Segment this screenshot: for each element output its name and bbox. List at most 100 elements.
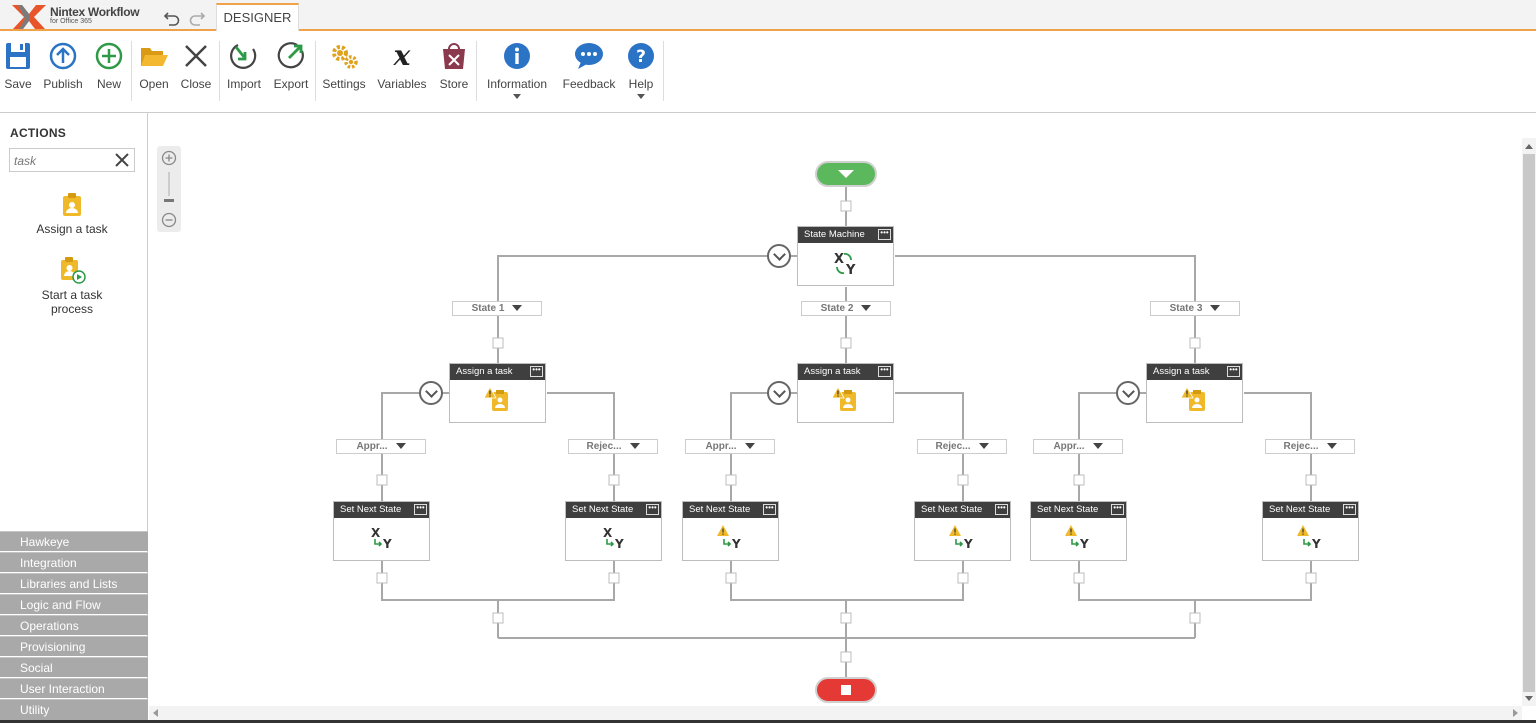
workflow-end[interactable] (815, 677, 877, 703)
redo-icon[interactable] (188, 8, 206, 26)
more-options-icon[interactable]: ••• (530, 366, 543, 377)
category-user-interaction[interactable]: User Interaction (0, 678, 148, 698)
category-integration[interactable]: Integration (0, 552, 148, 572)
store-bag-icon (443, 43, 465, 69)
assign-task-node[interactable]: Assign a task••• (797, 363, 894, 423)
close-icon (185, 45, 207, 67)
close-button[interactable]: Close (178, 41, 214, 111)
scroll-down-icon[interactable] (1525, 696, 1533, 701)
collapse-toggle[interactable] (767, 244, 791, 268)
assign-task-node[interactable]: Assign a task••• (449, 363, 546, 423)
zoom-out-icon[interactable] (161, 212, 177, 228)
open-button[interactable]: Open (136, 41, 172, 111)
svg-text:Y: Y (963, 537, 973, 551)
action-assign-task-label: Assign a task (36, 222, 108, 236)
branch-label-approve[interactable]: Appr... (336, 439, 426, 454)
branch-label-state-3[interactable]: State 3 (1150, 301, 1240, 316)
tab-designer[interactable]: DESIGNER (216, 3, 299, 31)
scroll-up-icon[interactable] (1525, 144, 1533, 149)
chevron-down-icon[interactable] (637, 94, 645, 99)
task-warning-icon (830, 386, 856, 411)
set-next-state-node[interactable]: Set Next State••• Y (1030, 501, 1127, 561)
more-options-icon[interactable]: ••• (414, 504, 427, 515)
collapse-toggle[interactable] (1116, 381, 1140, 405)
import-label: Import (226, 77, 261, 91)
node-title: Assign a task (1153, 366, 1210, 377)
action-search-box (9, 148, 135, 172)
help-button[interactable]: ? Help (623, 41, 659, 111)
set-next-state-node[interactable]: Set Next State ••• X Y (333, 501, 430, 561)
triangle-down-icon (838, 170, 854, 178)
action-search-input[interactable] (12, 151, 112, 171)
node-title: State Machine (804, 229, 865, 240)
information-button[interactable]: Information (481, 41, 553, 111)
svg-text:Y: Y (731, 537, 741, 551)
node-title: Set Next State (340, 504, 402, 515)
more-options-icon[interactable]: ••• (1343, 504, 1356, 515)
ribbon-separator (476, 41, 477, 101)
category-logic-and-flow[interactable]: Logic and Flow (0, 594, 148, 614)
ribbon-separator (219, 41, 220, 101)
more-options-icon[interactable]: ••• (763, 504, 776, 515)
svg-text:x: x (393, 41, 411, 71)
publish-button[interactable]: Publish (40, 41, 86, 111)
category-operations[interactable]: Operations (0, 615, 148, 635)
branch-label-state-2[interactable]: State 2 (801, 301, 891, 316)
collapse-toggle[interactable] (419, 381, 443, 405)
scroll-left-icon[interactable] (153, 709, 158, 717)
save-button[interactable]: Save (2, 41, 34, 111)
branch-label-approve[interactable]: Appr... (1033, 439, 1123, 454)
clear-search-icon[interactable] (114, 152, 130, 168)
svg-text:Y: Y (845, 263, 856, 278)
logo-title: Nintex Workflow (50, 5, 140, 19)
more-options-icon[interactable]: ••• (995, 504, 1008, 515)
zoom-slider-handle[interactable] (164, 199, 174, 202)
scroll-right-icon[interactable] (1513, 709, 1518, 717)
zoom-in-icon[interactable] (161, 150, 177, 166)
vertical-scroll-thumb[interactable] (1523, 154, 1535, 692)
branch-label-reject[interactable]: Rejec... (568, 439, 658, 454)
undo-icon[interactable] (163, 8, 181, 26)
new-button[interactable]: New (92, 41, 126, 111)
more-options-icon[interactable]: ••• (878, 229, 891, 240)
branch-label-reject[interactable]: Rejec... (1265, 439, 1355, 454)
more-options-icon[interactable]: ••• (646, 504, 659, 515)
state-machine-node[interactable]: State Machine••• X Y (797, 226, 894, 286)
category-hawkeye[interactable]: Hawkeye (0, 531, 148, 551)
assign-task-node[interactable]: Assign a task ••• (1146, 363, 1243, 423)
variables-button[interactable]: x Variables (374, 41, 430, 111)
set-next-state-node[interactable]: Set Next State••• X Y (565, 501, 662, 561)
set-next-state-node[interactable]: Set Next State••• Y (914, 501, 1011, 561)
more-options-icon[interactable]: ••• (878, 366, 891, 377)
dropdown-arrow-icon (629, 443, 640, 450)
chevron-down-icon[interactable] (513, 94, 521, 99)
collapse-toggle[interactable] (767, 381, 791, 405)
branch-label-reject[interactable]: Rejec... (917, 439, 1007, 454)
task-warning-icon (1179, 386, 1205, 411)
feedback-button[interactable]: Feedback (559, 41, 619, 111)
branch-label-state-1[interactable]: State 1 (452, 301, 542, 316)
branch-label-approve[interactable]: Appr... (685, 439, 775, 454)
more-options-icon[interactable]: ••• (1227, 366, 1240, 377)
nintex-logo: Nintex Workflow for Office 365 (10, 2, 150, 30)
export-button[interactable]: Export (270, 41, 312, 111)
set-next-state-node[interactable]: Set Next State••• Y (1262, 501, 1359, 561)
store-button[interactable]: Store (436, 41, 472, 111)
set-state-icon: X Y (371, 526, 392, 551)
horizontal-scrollbar[interactable] (149, 706, 1522, 720)
settings-button[interactable]: Settings (319, 41, 369, 111)
category-utility[interactable]: Utility (0, 699, 148, 720)
node-title: Set Next State (1037, 504, 1099, 515)
action-start-task-process[interactable]: Start a task process (20, 256, 124, 316)
category-provisioning[interactable]: Provisioning (0, 636, 148, 656)
workflow-start[interactable] (815, 161, 877, 187)
dropdown-arrow-icon (744, 443, 755, 450)
set-next-state-node[interactable]: Set Next State••• Y (682, 501, 779, 561)
category-libraries-and-lists[interactable]: Libraries and Lists (0, 573, 148, 593)
svg-text:?: ? (636, 47, 646, 67)
import-button[interactable]: Import (222, 41, 266, 111)
category-social[interactable]: Social (0, 657, 148, 677)
action-assign-task[interactable]: Assign a task (20, 192, 124, 236)
vertical-scrollbar[interactable] (1522, 138, 1536, 706)
more-options-icon[interactable]: ••• (1111, 504, 1124, 515)
